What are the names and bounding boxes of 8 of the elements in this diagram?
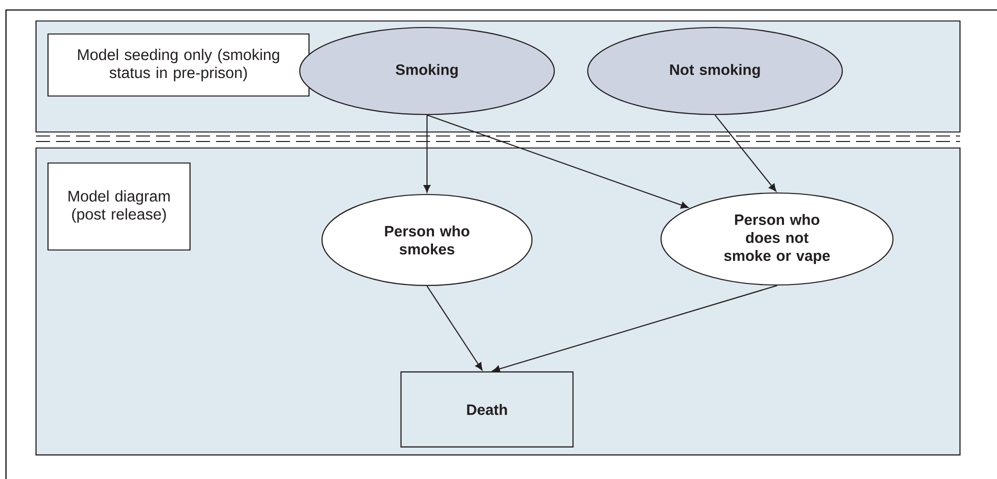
- label-box: Model seeding only (smoking status in pre-prison): [47, 33, 310, 97]
- arrow: [426, 286, 482, 370]
- label-box: Model diagram (post release): [47, 162, 191, 251]
- outcome-box: Death: [400, 371, 574, 448]
- arrow: [492, 285, 778, 372]
- arrow: [424, 115, 430, 193]
- arrow: [714, 114, 776, 192]
- arrow: [426, 114, 689, 209]
